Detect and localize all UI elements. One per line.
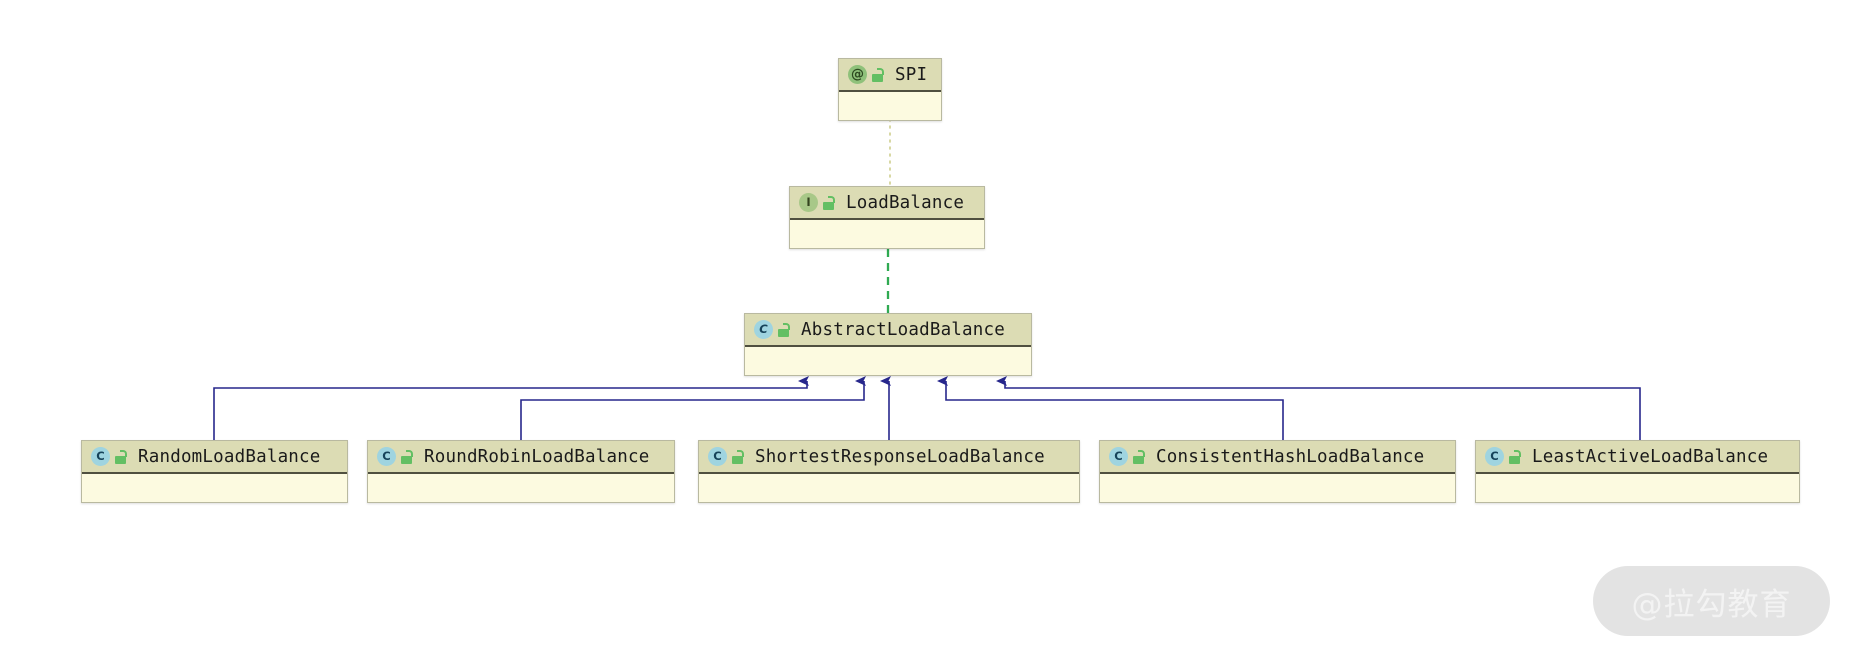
- class-icon: C: [1485, 447, 1504, 466]
- uml-node-header: @ SPI: [839, 59, 941, 92]
- unlocked-public-icon: [872, 67, 885, 82]
- uml-node-members: [839, 92, 941, 120]
- class-icon: C: [377, 447, 396, 466]
- uml-node-title: RoundRobinLoadBalance: [424, 446, 650, 467]
- uml-node-header: C RandomLoadBalance: [82, 441, 347, 474]
- unlocked-public-icon: [401, 449, 414, 464]
- uml-node-loadbalance[interactable]: I LoadBalance: [789, 186, 985, 249]
- unlocked-public-icon: [732, 449, 745, 464]
- uml-node-title: AbstractLoadBalance: [801, 319, 1005, 340]
- uml-node-header: C ConsistentHashLoadBalance: [1100, 441, 1455, 474]
- uml-node-title: LeastActiveLoadBalance: [1532, 446, 1769, 467]
- unlocked-public-icon: [1509, 449, 1522, 464]
- uml-node-consistenthashloadbalance[interactable]: C ConsistentHashLoadBalance: [1099, 440, 1456, 503]
- unlocked-public-icon: [1133, 449, 1146, 464]
- uml-node-header: C LeastActiveLoadBalance: [1476, 441, 1799, 474]
- uml-node-title: ConsistentHashLoadBalance: [1156, 446, 1425, 467]
- unlocked-public-icon: [115, 449, 128, 464]
- uml-node-title: ShortestResponseLoadBalance: [755, 446, 1045, 467]
- uml-node-members: [1100, 474, 1455, 502]
- unlocked-public-icon: [778, 322, 791, 337]
- inheritance-roundrobinloadbalance-to-abstractloadbalance: [520, 376, 866, 440]
- class-icon: C: [91, 447, 110, 466]
- annotation-icon: @: [848, 65, 867, 84]
- unlocked-public-icon: [823, 195, 836, 210]
- uml-node-members: [82, 474, 347, 502]
- uml-node-header: C ShortestResponseLoadBalance: [699, 441, 1079, 474]
- uml-node-title: SPI: [895, 64, 928, 85]
- inheritance-leastactiveloadbalance-to-abstractloadbalance: [996, 376, 1641, 440]
- interface-icon: I: [799, 193, 818, 212]
- uml-node-header: C RoundRobinLoadBalance: [368, 441, 674, 474]
- uml-node-members: [1476, 474, 1799, 502]
- inheritance-consistenthashloadbalance-to-abstractloadbalance: [937, 376, 1284, 440]
- uml-node-members: [368, 474, 674, 502]
- uml-node-members: [790, 220, 984, 248]
- uml-node-shortestresponseloadbalance[interactable]: C ShortestResponseLoadBalance: [698, 440, 1080, 503]
- class-icon: C: [708, 447, 727, 466]
- uml-node-leastactiveloadbalance[interactable]: C LeastActiveLoadBalance: [1475, 440, 1800, 503]
- abstract-class-icon: C: [754, 320, 773, 339]
- uml-node-title: RandomLoadBalance: [138, 446, 321, 467]
- uml-node-roundrobinloadbalance[interactable]: C RoundRobinLoadBalance: [367, 440, 675, 503]
- uml-node-members: [745, 347, 1031, 375]
- uml-node-randomloadbalance[interactable]: C RandomLoadBalance: [81, 440, 348, 503]
- class-icon: C: [1109, 447, 1128, 466]
- uml-node-header: I LoadBalance: [790, 187, 984, 220]
- uml-node-title: LoadBalance: [846, 192, 965, 213]
- uml-node-abstractloadbalance[interactable]: C AbstractLoadBalance: [744, 313, 1032, 376]
- watermark: @拉勾教育: [1593, 566, 1830, 636]
- inheritance-randomloadbalance-to-abstractloadbalance: [213, 376, 809, 440]
- uml-node-members: [699, 474, 1079, 502]
- uml-node-header: C AbstractLoadBalance: [745, 314, 1031, 347]
- uml-node-spi[interactable]: @ SPI: [838, 58, 942, 121]
